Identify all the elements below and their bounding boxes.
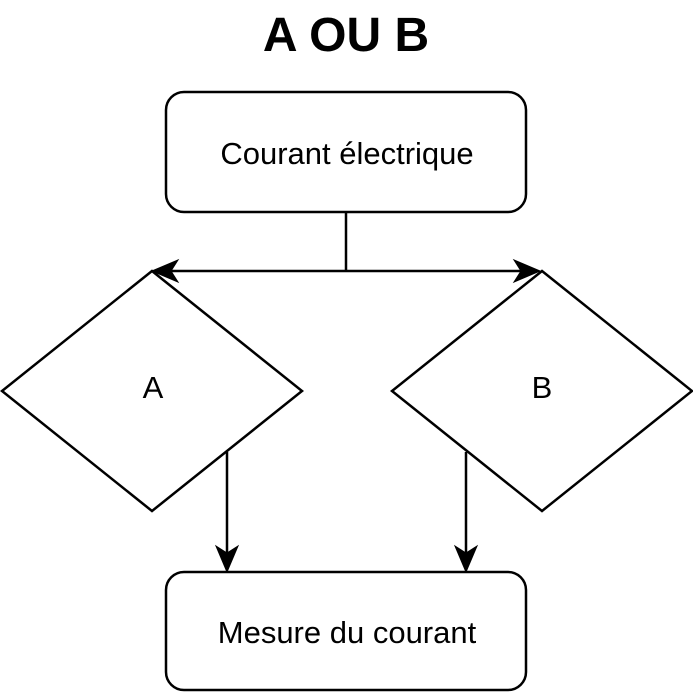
node-sink-label: Mesure du courant	[218, 615, 477, 650]
arrowhead-to-a	[150, 258, 180, 284]
node-b-label: B	[532, 370, 553, 405]
node-b[interactable]: B	[389, 269, 693, 513]
node-a-label: A	[143, 370, 164, 405]
arrowhead-b-to-sink	[453, 544, 479, 574]
node-sink-box	[164, 570, 528, 692]
node-a[interactable]: A	[0, 269, 305, 513]
node-source-box	[164, 90, 528, 214]
node-a-diamond	[0, 269, 305, 513]
arrowhead-a-to-sink	[214, 544, 240, 574]
arrowhead-to-b	[512, 258, 542, 284]
node-b-diamond	[389, 269, 693, 513]
node-source[interactable]: Courant électrique	[164, 90, 528, 214]
node-sink[interactable]: Mesure du courant	[164, 570, 528, 692]
node-source-label: Courant électrique	[220, 136, 473, 171]
diagram-title: A OU B	[263, 9, 429, 62]
